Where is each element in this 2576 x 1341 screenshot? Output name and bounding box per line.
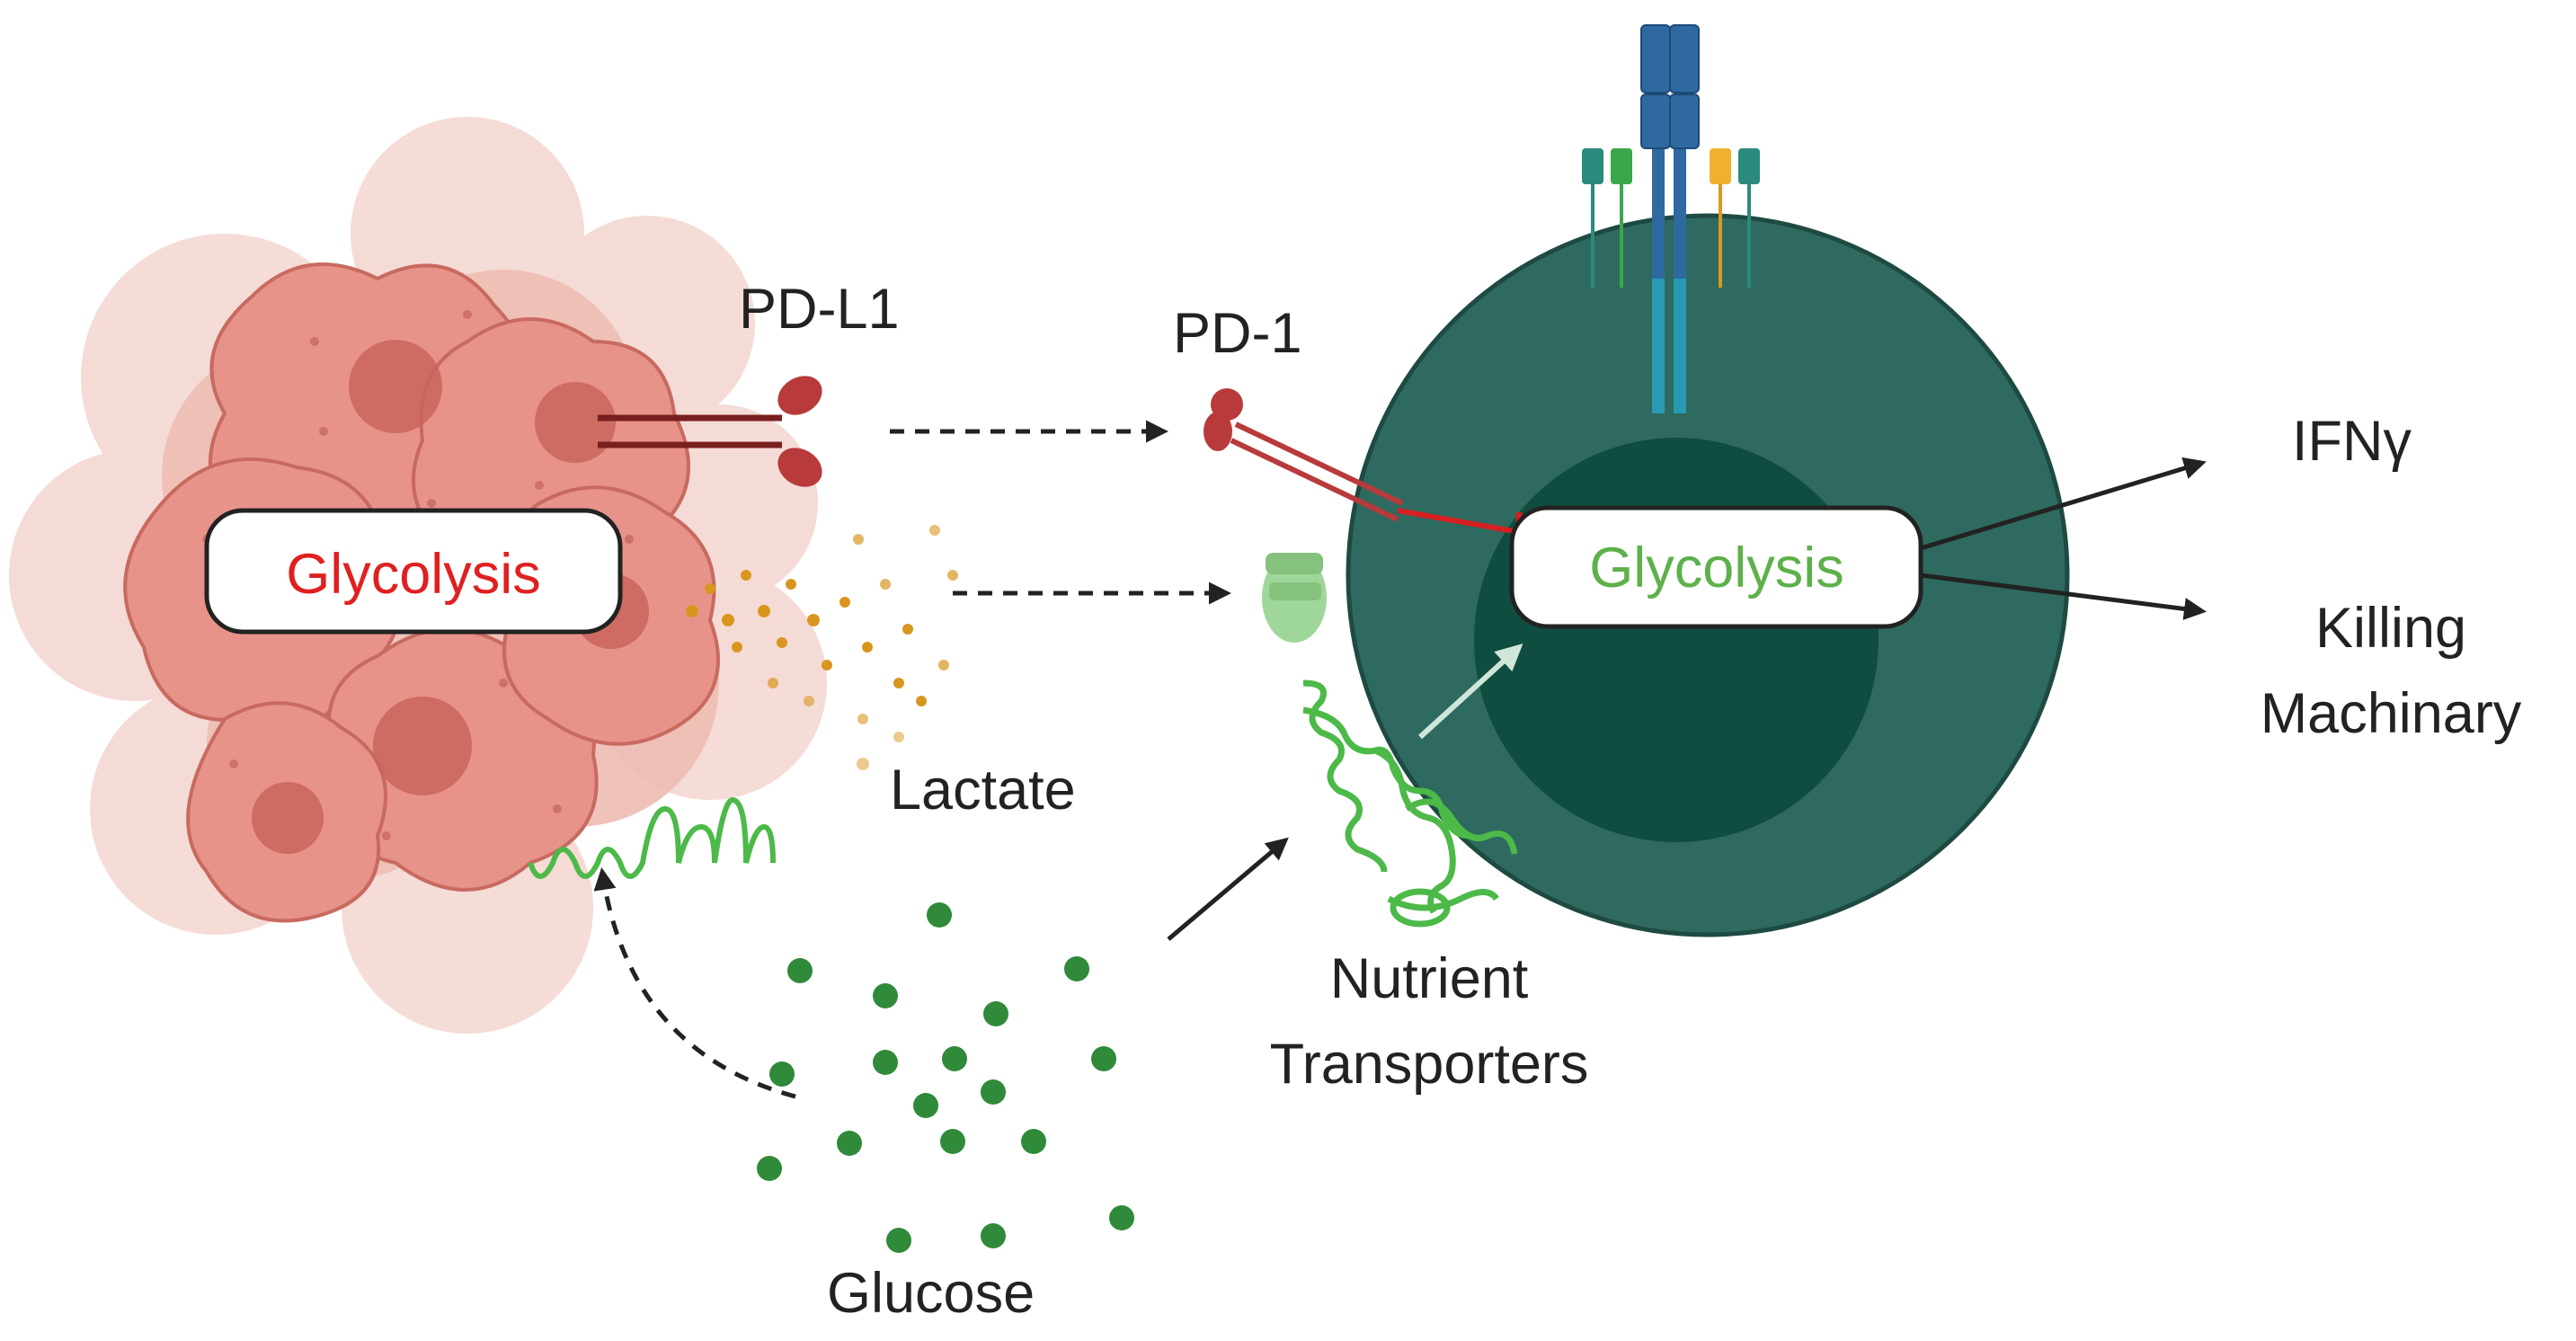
ifng-label: IFNγ <box>2292 410 2412 473</box>
glucose-label: Glucose <box>827 1262 1035 1325</box>
glucose-to-tumor-arrow <box>593 867 796 1099</box>
nutrient-transporters-label-line2: Transporters <box>1270 1033 1589 1096</box>
glycolysis-to-killing-arrow <box>1920 573 2207 620</box>
t-cell-nucleus <box>1474 438 1879 842</box>
channel-protein-icon <box>1262 553 1327 643</box>
pd-l1-receptor-icon <box>598 376 822 487</box>
tumor-glycolysis-box: Glycolysis <box>204 508 623 635</box>
lactate-label: Lactate <box>890 759 1076 821</box>
nutrient-transporters-label-line1: Nutrient <box>1330 947 1529 1010</box>
glycolysis-to-ifng-arrow <box>1920 457 2207 551</box>
pd-l1-label: PD-L1 <box>739 278 900 341</box>
pd-1-receptor-icon <box>1204 388 1404 522</box>
t-cell-receptor-icon <box>1582 24 1760 413</box>
transporter-to-glycolysis-arrow <box>1417 643 1523 740</box>
tumor-glycolysis-label: Glycolysis <box>286 543 541 606</box>
glucose-to-tcell-arrow <box>1167 837 1289 941</box>
lactate-particles <box>686 525 958 770</box>
tumor-transporter-helix-icon <box>528 796 776 879</box>
killing-machinary-label-line2: Machinary <box>2261 682 2522 745</box>
tcell-glycolysis-box: Glycolysis <box>1509 505 1923 629</box>
tumor-cell-cluster-icon <box>9 117 827 1034</box>
tcell-transporter-helix-icon <box>1302 679 1518 928</box>
tcell-glycolysis-label: Glycolysis <box>1589 537 1844 599</box>
killing-machinary-label-line1: Killing <box>2315 597 2466 660</box>
glucose-particles <box>757 902 1134 1253</box>
pd-1-label: PD-1 <box>1173 302 1302 365</box>
